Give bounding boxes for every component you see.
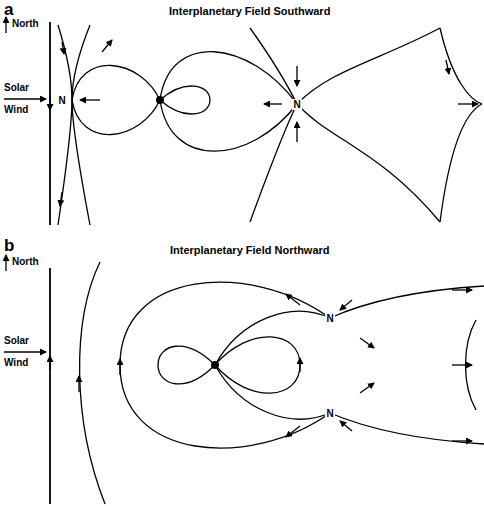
panel-letter: b (4, 236, 14, 256)
panel-letter: a (4, 0, 13, 20)
direction-label: North (12, 256, 39, 268)
flow-label: Solar Wind (4, 77, 38, 121)
flow-label: Solar Wind (4, 330, 38, 374)
neutral-point: N (292, 99, 301, 110)
panel-heading: Interplanetary Field Northward (170, 244, 330, 257)
panel-heading: Interplanetary Field Southward (169, 5, 330, 18)
neutral-point: N (57, 95, 66, 106)
direction-label: North (12, 18, 39, 30)
neutral-point: N (325, 313, 334, 324)
neutral-point: N (325, 408, 334, 419)
